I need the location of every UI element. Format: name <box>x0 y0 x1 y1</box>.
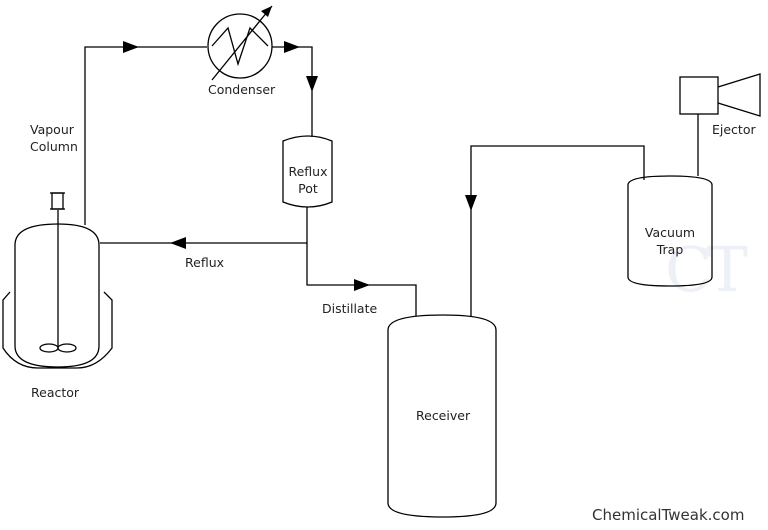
vapour-column-label-2: Column <box>30 139 78 154</box>
reactor-impeller <box>39 343 59 353</box>
reactor-motor <box>51 192 64 210</box>
ejector-body <box>679 76 719 115</box>
reactor-jacket <box>2 291 113 369</box>
vacuum-line <box>470 145 645 316</box>
condenser-label: Condenser <box>208 82 276 97</box>
ejector-nozzle <box>717 73 761 117</box>
vacuum-trap-vessel <box>627 175 713 287</box>
arrow-to-reflux-pot-icon <box>306 76 318 92</box>
arrow-distillate-icon <box>354 279 370 291</box>
watermark-logo: CT <box>665 233 748 306</box>
distillate-label: Distillate <box>322 301 378 316</box>
reflux-line <box>100 207 308 244</box>
ejector-label: Ejector <box>712 122 756 137</box>
vacuum-trap-label-2: Trap <box>656 242 684 257</box>
reflux-pot-vessel <box>282 135 333 208</box>
condenser-adjust-arrow <box>211 5 273 81</box>
reflux-pot-label-1: Reflux <box>288 164 328 179</box>
reflux-label: Reflux <box>185 255 225 270</box>
arrow-condenser-out-icon <box>284 41 300 53</box>
vapour-line <box>84 46 207 225</box>
receiver-vessel <box>387 314 497 518</box>
site-credit: ChemicalTweak.com <box>592 506 745 524</box>
reactor-vessel <box>14 223 100 368</box>
condenser-outlet-line <box>272 46 313 137</box>
condenser-icon <box>207 13 273 79</box>
condenser-coil <box>211 26 269 67</box>
receiver-label: Receiver <box>416 408 471 423</box>
arrow-vacuum-icon <box>465 195 477 211</box>
vacuum-trap-label-1: Vacuum <box>644 225 696 240</box>
arrow-vapour-icon <box>123 41 139 53</box>
vapour-column-label-1: Vapour <box>30 122 74 137</box>
condenser-arrowhead-icon <box>261 6 272 17</box>
arrow-reflux-icon <box>170 237 186 249</box>
reflux-pot-label-2: Pot <box>298 181 318 196</box>
reactor-label: Reactor <box>31 385 80 400</box>
